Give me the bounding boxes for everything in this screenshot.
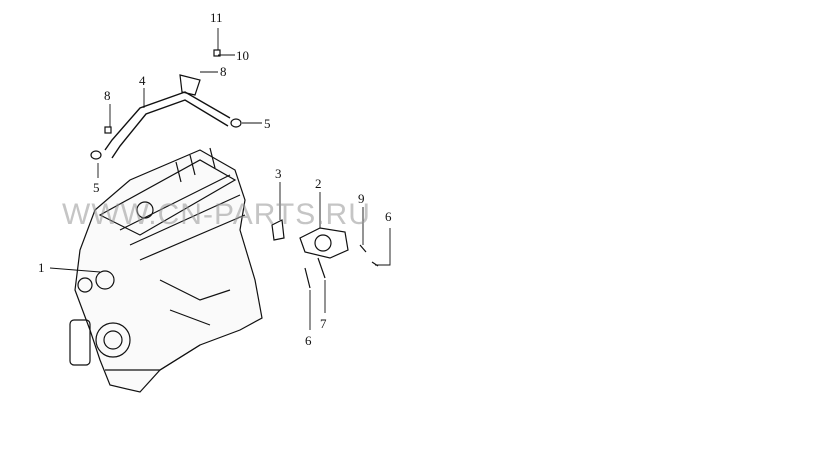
callout-5: 5 (264, 116, 271, 131)
callout-6: 6 (305, 333, 312, 348)
leader-lines (49, 28, 391, 330)
callout-1: 1 (38, 260, 45, 275)
callout-9: 9 (358, 191, 365, 206)
callout-6: 6 (385, 209, 392, 224)
callout-2: 2 (315, 176, 322, 191)
callout-8: 8 (104, 88, 111, 103)
callout-5: 5 (93, 180, 100, 195)
callout-4: 4 (139, 73, 146, 88)
callout-8: 8 (220, 64, 227, 79)
water-pipe (90, 49, 242, 160)
engine-block (69, 147, 263, 393)
callout-3: 3 (275, 166, 282, 181)
watermark: WWW.CN-PARTS.RU (62, 198, 371, 231)
callout-7: 7 (320, 316, 327, 331)
callout-11: 11 (210, 10, 223, 25)
callout-10: 10 (236, 48, 249, 63)
